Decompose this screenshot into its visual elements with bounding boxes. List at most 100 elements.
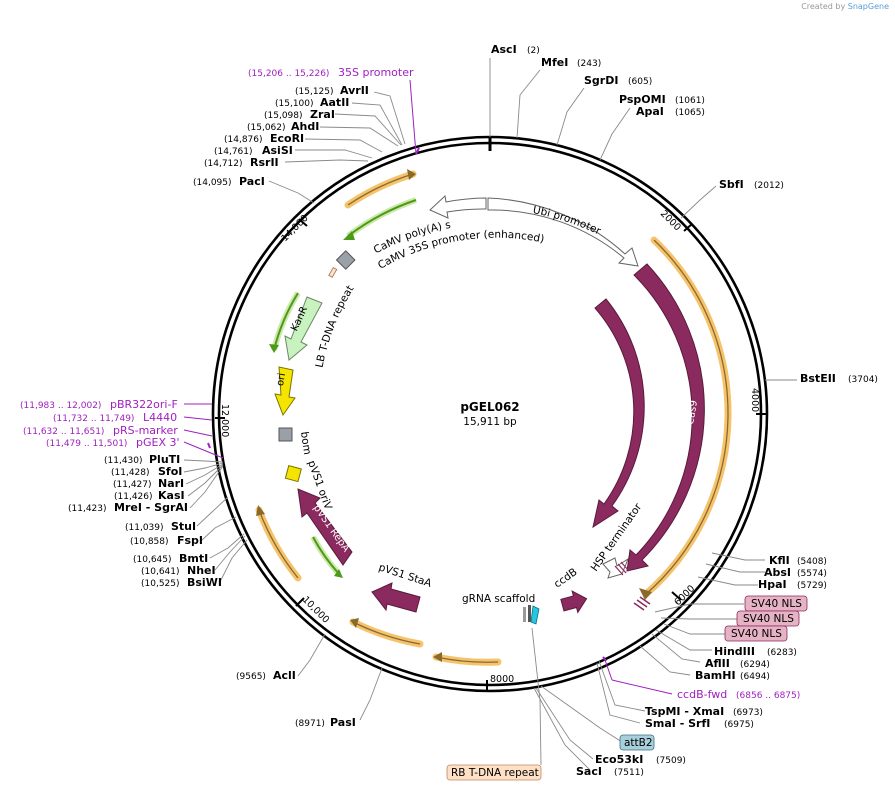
nls-stripe-2 [617,563,627,574]
primer-ccdb-mark [602,656,607,662]
staa-arrow [371,582,421,613]
enzyme-sbfi: SbfI [719,178,744,191]
polya-text: CaMV poly(A) signal [0,0,452,256]
leader-avrii [373,91,406,145]
nls-box-3 [724,625,788,642]
enzyme-avrii-pos: (15,125) [295,87,334,97]
leader-zrai [334,113,402,146]
leader-bmti [209,533,245,559]
orange-arc-top-left-head [407,169,416,180]
bom-label: bom [298,431,313,456]
enzyme-xmai-pos: (6973) [733,708,763,718]
plasmid-name: pGEL062 [460,400,519,414]
attb2-box [619,734,655,751]
lb-tdna-repeat: LB T-DNA repeat [314,266,357,369]
primer-35s-leader [409,79,417,155]
cas9-inner-label: Cas9 [646,397,659,423]
enzyme-ecori: EcoRI [270,132,304,145]
leader-xmai [598,660,646,712]
orange-arc-left [255,506,302,582]
enzyme-bmti-pos: (10,645) [133,555,172,565]
enzyme-ecori-pos: (14,876) [224,135,263,145]
leader-sgrdi [556,87,585,146]
tick-label-8000: 8000 [490,674,514,685]
enzyme-ahdi: AhdI [291,120,319,133]
primer-left-mark [207,442,211,449]
enzyme-aflii-pos: (6294) [740,660,770,670]
enzyme-apai: ApaI [636,105,664,118]
primer-pbr-pos: (11,983 .. 12,002) [20,401,101,411]
leader-aflii [651,633,701,663]
enzyme-bsteii: BstEII [800,372,836,385]
primer-pgex-leader [183,441,224,459]
enzyme-asisi-pos: (14,761) [214,147,253,157]
leader-aatii [351,102,403,146]
enzyme-hpai: HpaI [758,578,787,591]
enzyme-zrai-pos: (15,098) [264,111,303,121]
tick-label-12000: 12,000 [219,404,230,437]
primer-ccdb-leader-2 [611,679,673,695]
attb2-label: attB2 [624,737,653,749]
leader-fspi [201,516,237,541]
enzyme-kasi-pos: (11,426) [114,492,153,502]
enzyme-aflii: AflII [705,657,730,670]
enzyme-labels: AscI (2) MfeI (243) SgrDI (605) PspOMI (… [68,43,878,778]
leader-ahdi [319,126,399,147]
tick-2000 [683,223,693,232]
leader-saci [533,687,591,771]
leader-rb [531,627,542,766]
leader-bamhi [639,645,691,676]
ori-label: ori [275,372,288,387]
enzyme-sfoi-pos: (11,428) [111,468,150,478]
lb-label: LB T-DNA repeat [314,283,357,368]
ccdb-label: ccdB [552,566,580,590]
enzyme-acli-pos: (9565) [236,672,266,682]
enzyme-sbfi-pos: (2012) [754,181,784,191]
polya-label: CaMV poly(A) signal [0,0,452,256]
boxed-labels: SV40 NLS SV40 NLS SV40 NLS attB2 RB T-DN… [446,595,808,781]
rb-box [446,764,542,781]
leader-apai [599,107,631,161]
ori-arrow [274,366,296,417]
enzyme-bamhi-pos: (6494) [740,672,770,682]
enzyme-bmti: BmtI [179,552,208,565]
enzyme-bsiwi: BsiWI [187,576,222,589]
green-feature-arcs [269,197,417,578]
primer-prs-leader [183,429,213,437]
enzyme-asci-pos: (2) [527,46,540,56]
tick-marks: 2000 4000 6000 8000 10,000 12,000 14,000 [215,208,766,690]
snapgene-credit: Created by SnapGene [801,2,889,11]
enzyme-xmai: TspMI - XmaI [645,705,724,718]
nls-stripe-1 [614,565,624,576]
primer-pgex-pos: (11,479 .. 11,501) [46,439,127,449]
grna-marker-grey [523,607,526,622]
grna-scaffold: gRNA scaffold [462,593,540,625]
nls-box-3-label: SV40 NLS [731,628,782,640]
primer-prs-name: pRS-marker [113,424,178,437]
enzyme-mrei-pos: (11,423) [68,504,107,514]
enzyme-avrii: AvrII [340,84,369,97]
orange-arc-bottom-head [433,652,442,662]
enzyme-stui: StuI [171,520,196,533]
ubi-promoter-arrow [487,197,639,267]
rb-label: RB T-DNA repeat [451,767,539,779]
cas9-outer-label: Cas9 [685,399,700,425]
leader-bsiwi [219,539,248,583]
leader-nls1 [654,603,744,613]
enzyme-fspi: FspI [177,534,203,547]
enzyme-sfoi: SfoI [158,465,182,478]
enzyme-rsrii-pos: (14,712) [204,159,243,169]
plasmid-size: 15,911 bp [463,416,517,428]
cas9-inner: Cas9 [592,298,659,529]
primer-35s-name: 35S promoter [338,66,414,79]
leader-nls2 [660,617,737,620]
ccdb-arrow [560,590,588,614]
enzyme-hindiii: HindIII [714,645,755,658]
leader-hpai [697,576,758,586]
tick-10000 [295,597,305,607]
cas9-outer: Cas9 [626,263,705,572]
enzyme-kfli-pos: (5408) [797,557,827,567]
leader-attb2 [540,685,623,743]
enzyme-saci: SacI [576,765,602,778]
outer-feature-arcs [255,169,732,666]
